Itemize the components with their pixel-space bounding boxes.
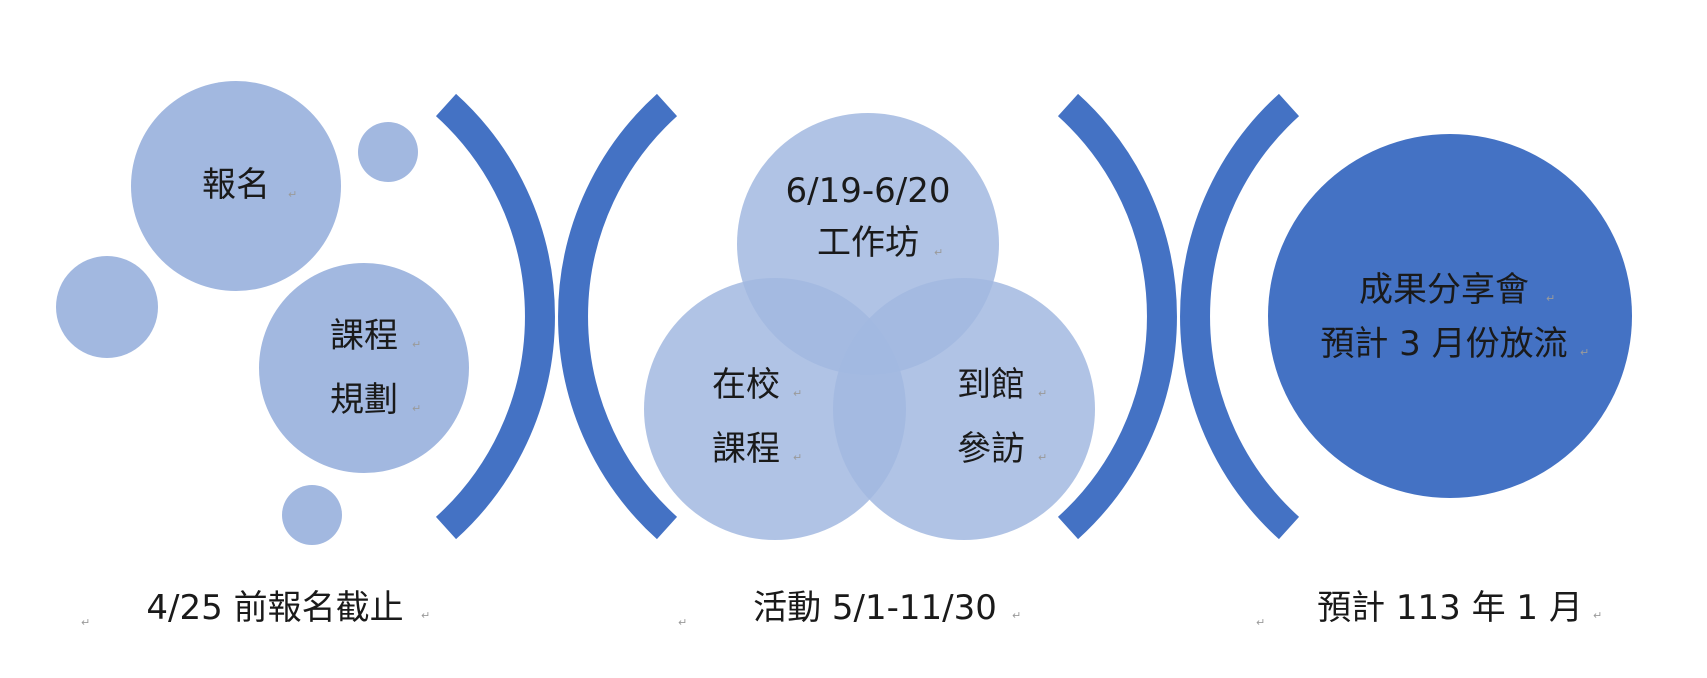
stage-registration: 報名 ↵ 課程 ↵ 規劃 ↵ xyxy=(56,81,469,545)
paragraph-mark: ↵ xyxy=(81,616,90,629)
paragraph-mark: ↵ xyxy=(793,451,802,464)
bubble-registration-label: 報名 xyxy=(202,165,270,205)
venn-circle-museum-visit xyxy=(833,278,1095,540)
results-circle xyxy=(1268,134,1632,498)
paragraph-mark: ↵ xyxy=(1546,292,1555,305)
paragraph-mark: ↵ xyxy=(288,188,297,201)
bubble-registration xyxy=(131,81,341,291)
venn-visit-label-2: 參訪 xyxy=(957,429,1025,469)
bubble-course-label-2: 規劃 xyxy=(330,380,398,420)
results-subtitle: 預計 3 月份放流 xyxy=(1320,324,1567,364)
paragraph-mark: ↵ xyxy=(1580,346,1589,359)
paragraph-mark: ↵ xyxy=(1038,387,1047,400)
arc-right-bracket-1 xyxy=(435,93,555,540)
paragraph-mark: ↵ xyxy=(1012,609,1021,622)
venn-workshop-date: 6/19-6/20 xyxy=(786,171,951,211)
bubble-course-planning xyxy=(259,263,469,473)
results-title: 成果分享會 xyxy=(1359,270,1529,310)
stage-activities-venn: 6/19-6/20 工作坊 ↵ 在校 ↵ 課程 ↵ 到館 ↵ 參訪 ↵ xyxy=(644,113,1095,540)
arc-right-bracket-3 xyxy=(1057,93,1177,540)
paragraph-mark: ↵ xyxy=(1256,616,1265,629)
paragraph-mark: ↵ xyxy=(1038,451,1047,464)
paragraph-mark: ↵ xyxy=(934,246,943,259)
caption-registration-deadline: 4/25 前報名截止 xyxy=(146,588,403,628)
venn-visit-label-1: 到館 xyxy=(957,365,1025,405)
venn-school-label-1: 在校 xyxy=(712,365,780,405)
stage-results: 成果分享會 ↵ 預計 3 月份放流 ↵ xyxy=(1268,134,1632,498)
venn-workshop-label: 工作坊 xyxy=(817,223,919,263)
bubble-course-label-1: 課程 xyxy=(330,316,398,356)
arc-left-bracket-4 xyxy=(1180,93,1300,540)
caption-activity-period: 活動 5/1-11/30 xyxy=(753,588,997,628)
bubble-small-left xyxy=(56,256,158,358)
paragraph-mark: ↵ xyxy=(1593,609,1602,622)
caption-results-date: 預計 113 年 1 月 xyxy=(1317,588,1583,628)
paragraph-mark: ↵ xyxy=(412,402,421,415)
paragraph-mark: ↵ xyxy=(412,338,421,351)
timeline-captions: ↵ 4/25 前報名截止 ↵ ↵ 活動 5/1-11/30 ↵ ↵ 預計 113… xyxy=(81,588,1602,629)
venn-circle-school-course xyxy=(644,278,906,540)
paragraph-mark: ↵ xyxy=(793,387,802,400)
paragraph-mark: ↵ xyxy=(678,616,687,629)
bracket-arcs xyxy=(435,93,1300,540)
bubble-small-top xyxy=(358,122,418,182)
bubble-small-bottom xyxy=(282,485,342,545)
paragraph-mark: ↵ xyxy=(421,609,430,622)
venn-school-label-2: 課程 xyxy=(712,429,780,469)
arc-left-bracket-2 xyxy=(558,93,678,540)
